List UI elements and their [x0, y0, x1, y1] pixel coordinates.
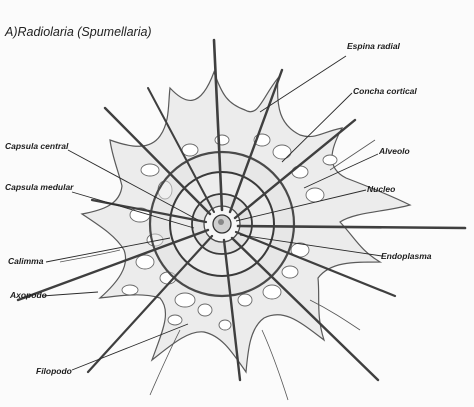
- leader-lines: [41, 55, 383, 371]
- label-endoplasma: Endoplasma: [381, 251, 432, 261]
- label-axopodo: Axopodo: [10, 290, 47, 300]
- radial-spines: [16, 38, 467, 382]
- label-nucleo: Nucleo: [367, 184, 396, 194]
- label-calimma: Calimma: [8, 256, 44, 266]
- label-alveolo: Alveolo: [379, 146, 410, 156]
- label-capsula-medular: Capsula medular: [5, 182, 74, 192]
- label-espina-radial: Espina radial: [347, 41, 400, 51]
- alveoli: [121, 133, 338, 331]
- nucleolus: [218, 219, 224, 225]
- label-capsula-central: Capsula central: [5, 141, 69, 151]
- figure-title: A)Radiolaria (Spumellaria): [5, 25, 152, 39]
- label-filopodo: Filopodo: [36, 366, 72, 376]
- label-concha-cortical: Concha cortical: [353, 86, 417, 96]
- filopodia: [59, 139, 376, 401]
